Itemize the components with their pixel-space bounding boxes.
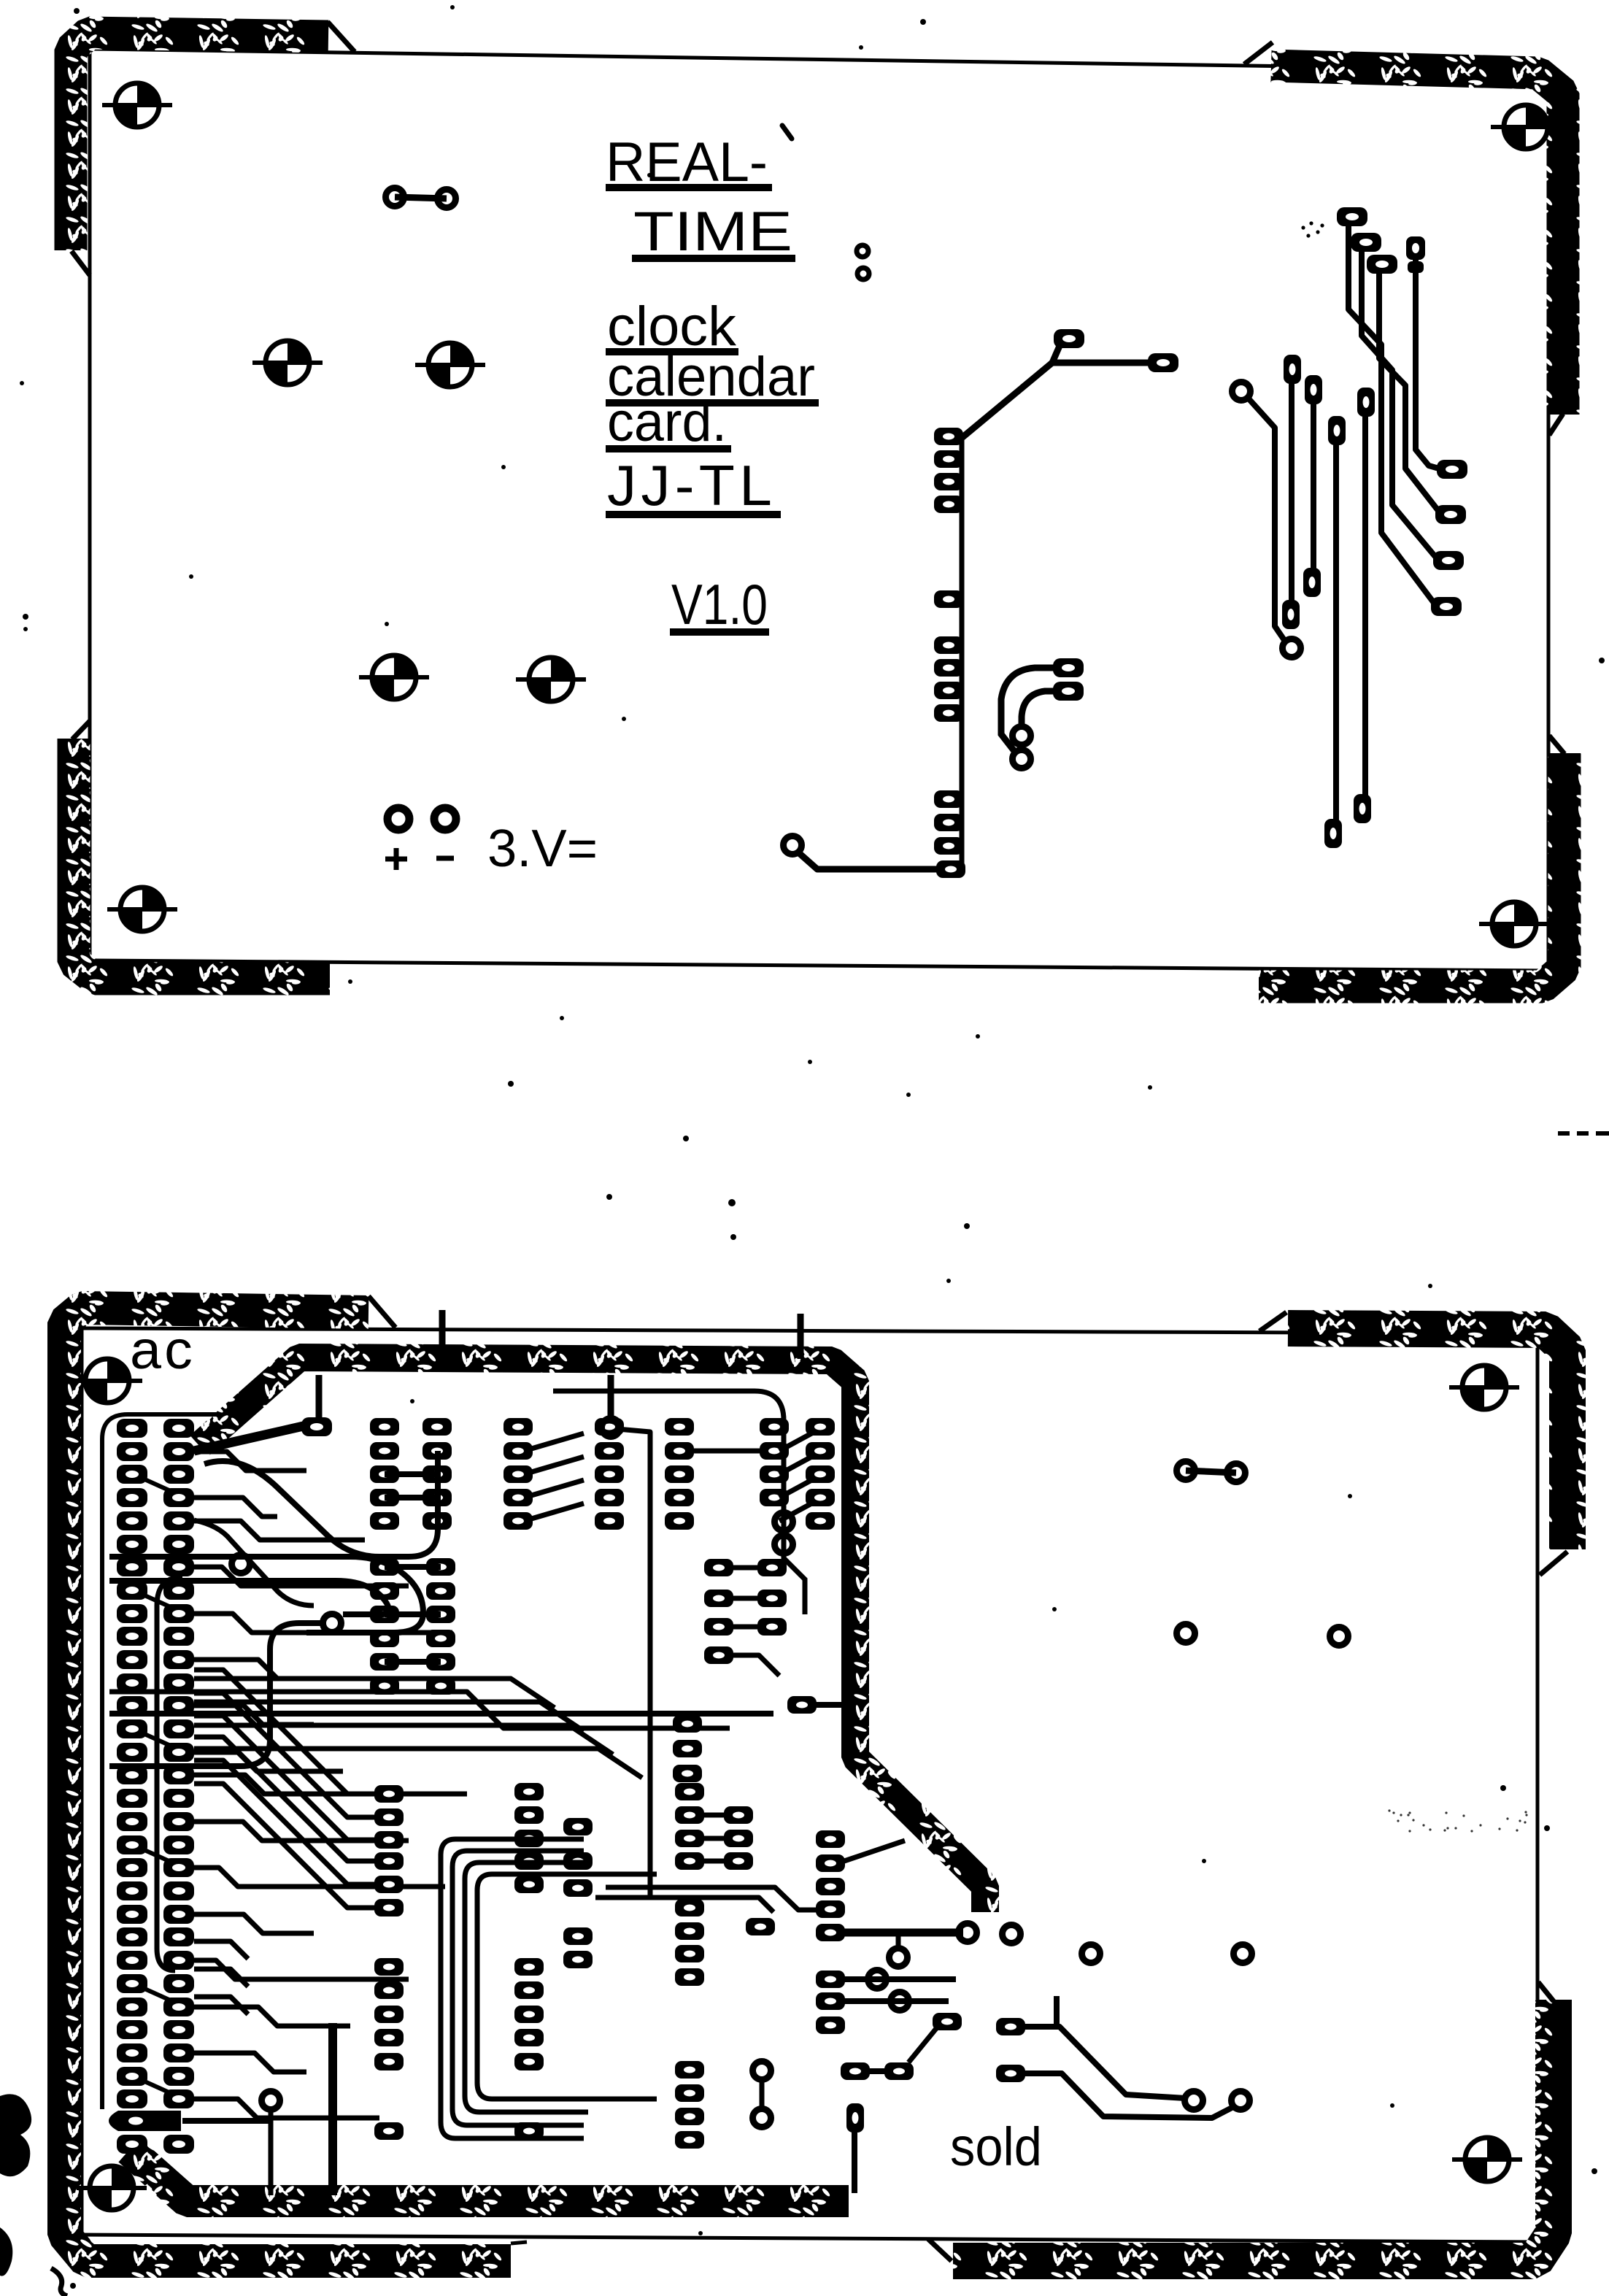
- svg-text:clock: clock: [607, 296, 737, 358]
- svg-text:V1.0: V1.0: [671, 572, 768, 636]
- svg-text:sold: sold: [950, 2116, 1042, 2177]
- svg-text:JJ-TL: JJ-TL: [607, 453, 776, 517]
- svg-text:calendar: calendar: [607, 346, 815, 408]
- svg-text:REAL-: REAL-: [606, 131, 768, 193]
- svg-text:card.: card.: [607, 391, 727, 453]
- svg-text:3.V=: 3.V=: [487, 820, 598, 878]
- svg-text:TIME: TIME: [633, 201, 792, 263]
- svg-text:ac: ac: [130, 1320, 196, 1380]
